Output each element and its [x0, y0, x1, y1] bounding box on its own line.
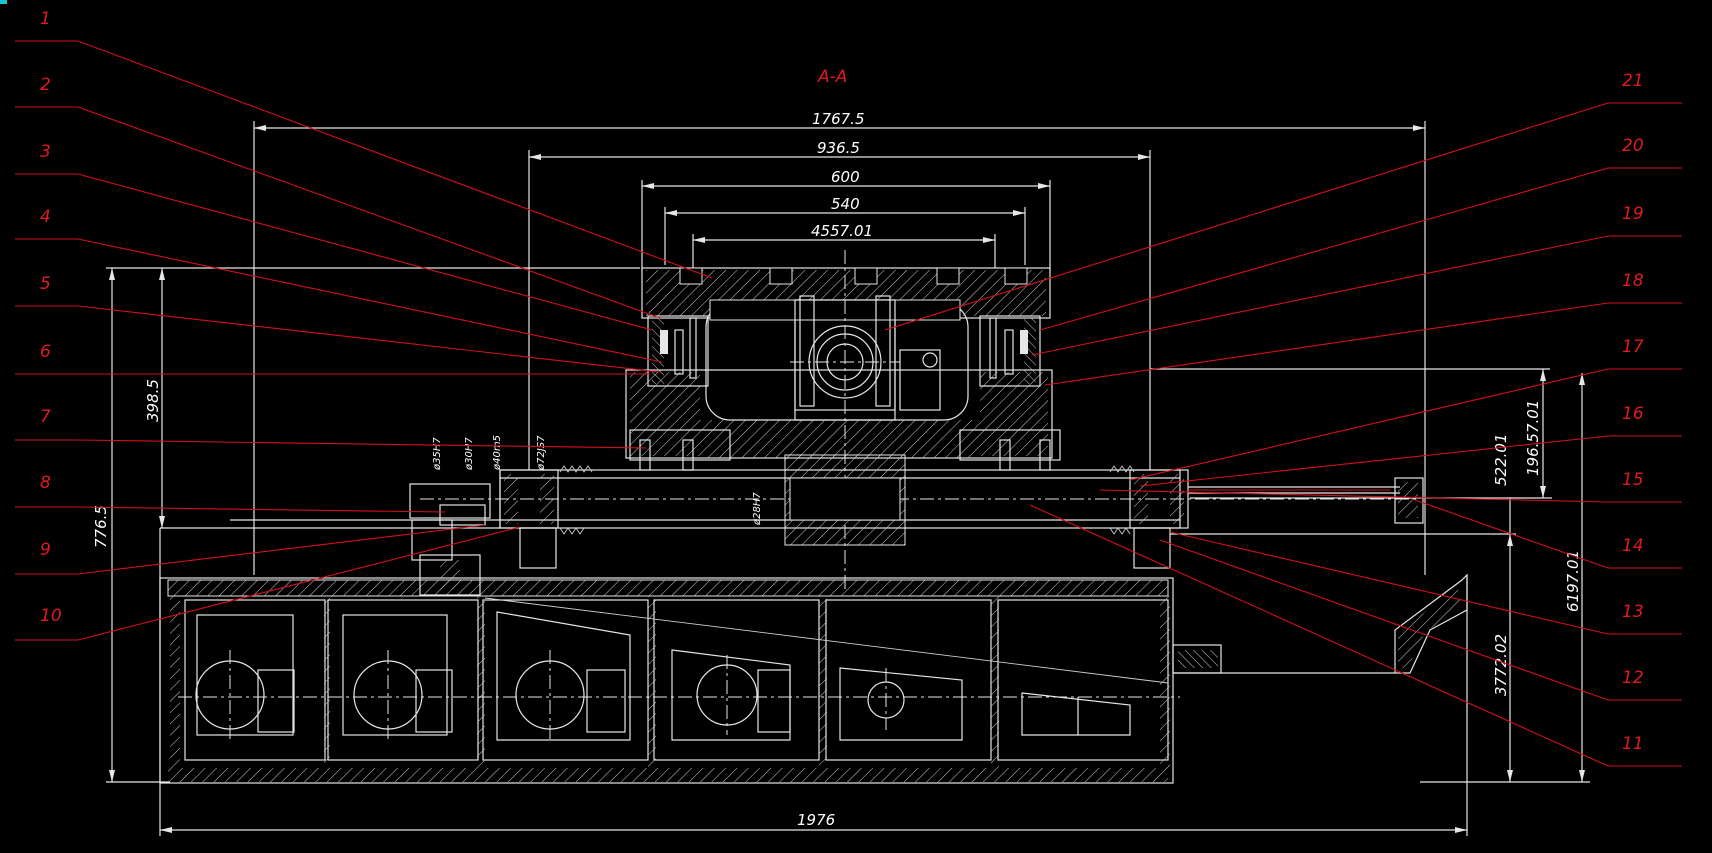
- callout-leaders: [15, 40, 1682, 767]
- tol-28h7: ø28H7: [752, 492, 763, 526]
- callout-2: 2: [40, 75, 51, 95]
- callout-11: 11: [1622, 734, 1644, 754]
- left-guide: [629, 315, 731, 471]
- dim-600: 600: [831, 168, 860, 186]
- callout-21: 21: [1622, 71, 1644, 91]
- callout-15: 15: [1622, 470, 1644, 490]
- callout-10: 10: [40, 606, 62, 626]
- dim-540: 540: [831, 195, 860, 213]
- callout-19: 19: [1622, 204, 1644, 224]
- dim-455: 4557.01: [811, 222, 873, 240]
- callout-6: 6: [40, 342, 51, 362]
- left-dimensions: [106, 267, 640, 783]
- callout-14: 14: [1622, 536, 1644, 556]
- tol-40m5: ø40m5: [492, 435, 503, 471]
- dim-776: 776.5: [92, 505, 110, 548]
- section-title: A-A: [817, 67, 847, 87]
- saddle: [625, 299, 1053, 459]
- right-guide: [959, 315, 1061, 471]
- dim-1767: 1767.5: [812, 110, 865, 128]
- dim-52: 522.01: [1492, 434, 1510, 487]
- dim-936: 936.5: [817, 139, 860, 157]
- right-dimensions: [1150, 368, 1590, 783]
- callout-numbers: 1 2 3 4 5 6 7 8 9 10 11 12 13 14 15 16 1…: [40, 9, 1644, 754]
- callout-12: 12: [1622, 668, 1644, 688]
- callout-9: 9: [40, 540, 51, 560]
- top-dimensions: [253, 121, 1426, 575]
- cursor-marker: [0, 0, 7, 4]
- machine-bed: [159, 573, 1468, 784]
- dim-196: 196.57.01: [1524, 400, 1542, 476]
- lead-screw: [160, 454, 1424, 596]
- callout-4: 4: [40, 207, 51, 227]
- callout-20: 20: [1622, 136, 1644, 156]
- callout-3: 3: [40, 142, 51, 162]
- callout-7: 7: [40, 407, 51, 427]
- callout-13: 13: [1622, 602, 1644, 622]
- dim-377: 3772.02: [1492, 634, 1510, 696]
- callout-8: 8: [40, 473, 51, 493]
- tol-72js7: ø72JS7: [536, 435, 547, 471]
- callout-18: 18: [1622, 271, 1644, 291]
- tol-30h7: ø30H7: [464, 437, 475, 471]
- work-table: [641, 267, 1051, 321]
- callout-5: 5: [40, 274, 51, 294]
- tol-35h7: ø35H7: [432, 437, 443, 471]
- dim-619: 6197.01: [1564, 550, 1582, 612]
- callout-16: 16: [1622, 404, 1644, 424]
- callout-1: 1: [40, 9, 51, 29]
- callout-17: 17: [1622, 337, 1644, 357]
- dim-1976: 1976: [797, 811, 835, 829]
- dim-398: 398.5: [144, 379, 162, 422]
